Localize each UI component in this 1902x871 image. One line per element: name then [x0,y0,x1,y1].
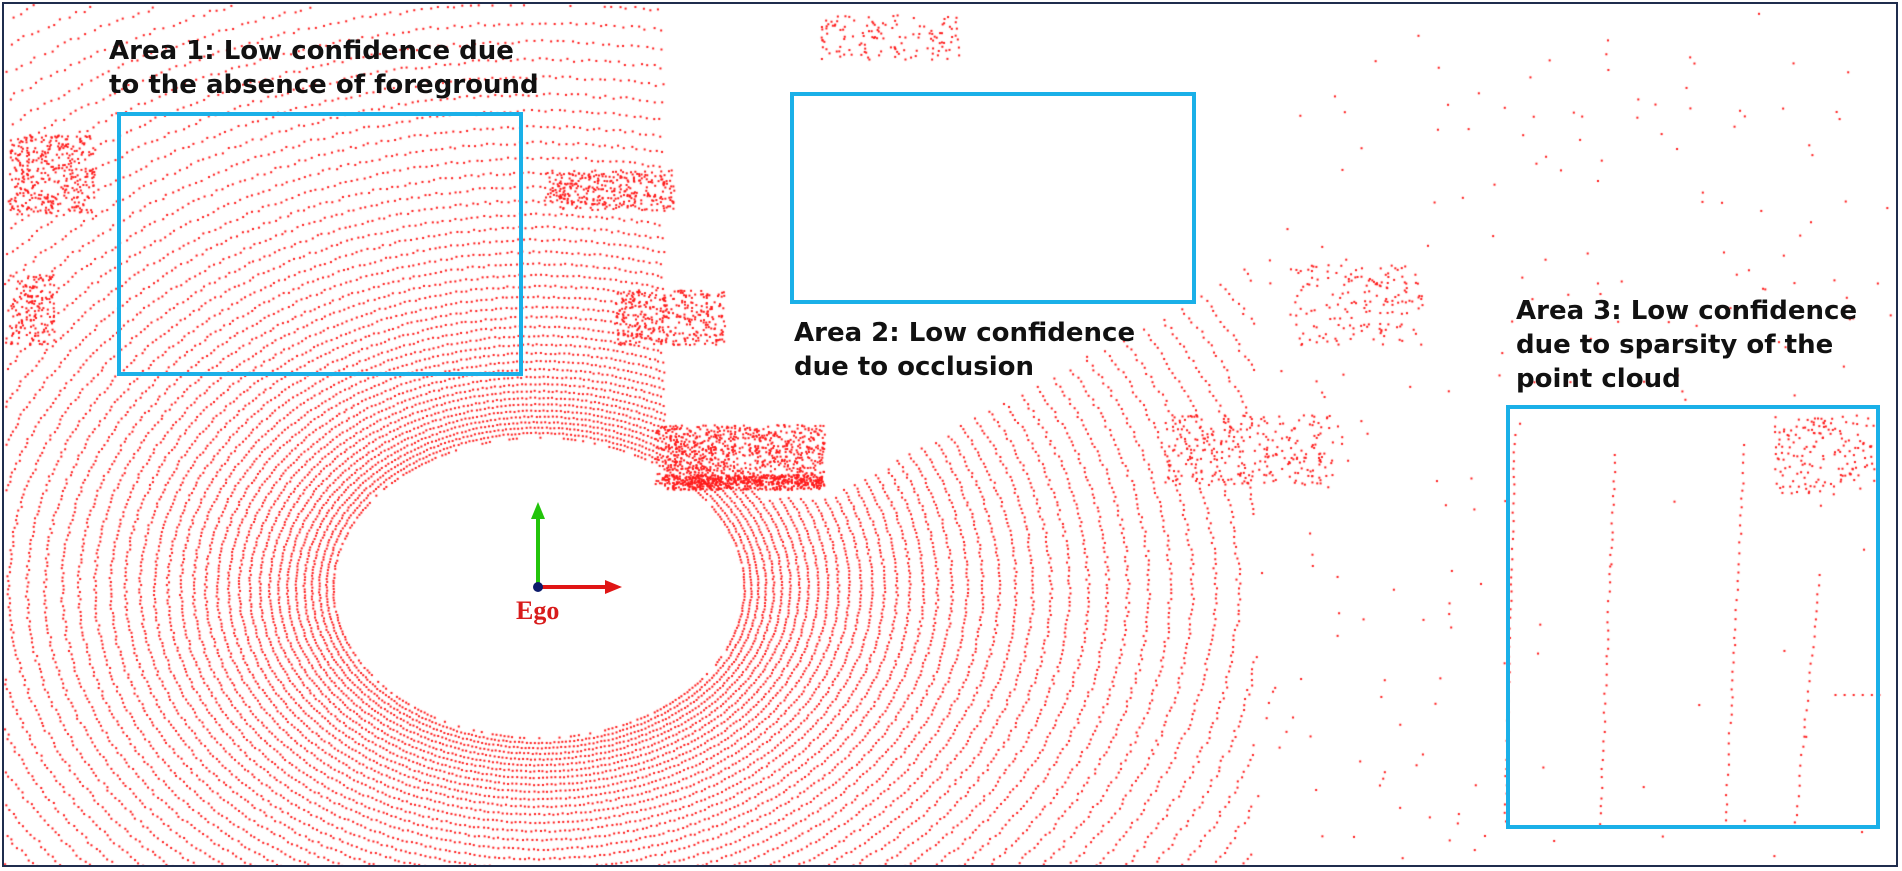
area-2-box [790,92,1196,304]
area-1-label: Area 1: Low confidence due to the absenc… [109,36,539,100]
area-3-box [1506,405,1880,829]
ego-x-axis-arrowhead [605,580,622,594]
ego-axes [531,502,622,594]
ego-label: Ego [516,596,560,625]
area-2-label: Area 2: Low confidence due to occlusion [794,318,1136,382]
ego-y-axis-arrowhead [531,502,545,519]
ego-origin-dot [533,582,543,592]
area-3-label: Area 3: Low confidence due to sparsity o… [1516,296,1858,394]
lidar-point-cloud [4,4,1896,865]
area-1-box [117,112,523,376]
